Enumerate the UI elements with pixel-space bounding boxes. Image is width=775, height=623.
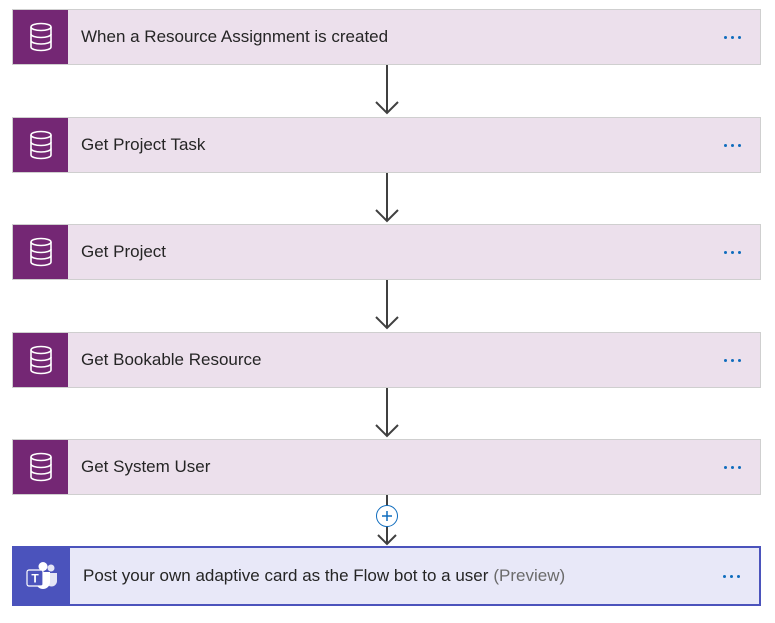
database-icon — [29, 237, 52, 267]
step-title: Get Bookable Resource — [81, 350, 262, 369]
more-options-button[interactable] — [712, 345, 752, 375]
dot — [736, 574, 740, 578]
more-options-button[interactable] — [711, 561, 751, 591]
dot — [730, 465, 734, 469]
plus-icon — [382, 511, 392, 521]
dot — [722, 574, 726, 578]
step-title: Get Project — [81, 242, 167, 261]
preview-tag: (Preview) — [493, 566, 566, 585]
teams-icon-box: T — [14, 548, 70, 604]
dot — [737, 35, 741, 39]
dot — [723, 358, 727, 362]
flow-step-get-system-user[interactable]: Get System User — [12, 439, 761, 495]
flow-step-get-project-task[interactable]: Get Project Task — [12, 117, 761, 173]
more-options-button[interactable] — [712, 130, 752, 160]
flow-step-post-adaptive-card[interactable]: T Post your own adaptive card as the Flo… — [12, 546, 761, 606]
dot — [730, 358, 734, 362]
dot — [730, 143, 734, 147]
step-title: Post your own adaptive card as the Flow … — [83, 566, 711, 586]
more-options-button[interactable] — [712, 452, 752, 482]
svg-text:T: T — [31, 572, 39, 586]
dot — [723, 465, 727, 469]
dot — [737, 250, 741, 254]
connector-arrow — [375, 280, 399, 330]
connector-arrow — [375, 388, 399, 438]
dataverse-icon-box — [13, 440, 68, 494]
more-options-button[interactable] — [712, 22, 752, 52]
insert-step-button[interactable] — [376, 505, 398, 527]
dot — [723, 250, 727, 254]
database-icon — [29, 22, 52, 52]
dot — [729, 574, 733, 578]
step-title: Get System User — [81, 457, 211, 476]
flow-step-trigger[interactable]: When a Resource Assignment is created — [12, 9, 761, 65]
more-options-button[interactable] — [712, 237, 752, 267]
step-title: When a Resource Assignment is created — [81, 27, 389, 46]
dataverse-icon-box — [13, 118, 68, 172]
flow-step-get-project[interactable]: Get Project — [12, 224, 761, 280]
database-icon — [29, 452, 52, 482]
dot — [737, 143, 741, 147]
dot — [737, 358, 741, 362]
step-title: Get Project Task — [81, 135, 206, 154]
dot — [723, 35, 727, 39]
dot — [730, 35, 734, 39]
flow-step-get-bookable-resource[interactable]: Get Bookable Resource — [12, 332, 761, 388]
dot — [730, 250, 734, 254]
connector-arrow — [375, 173, 399, 223]
database-icon — [29, 130, 52, 160]
dataverse-icon-box — [13, 10, 68, 64]
database-icon — [29, 345, 52, 375]
dot — [737, 465, 741, 469]
teams-icon: T — [26, 562, 57, 589]
connector-arrow — [375, 65, 399, 115]
step-title-text: Post your own adaptive card as the Flow … — [83, 566, 489, 585]
dot — [723, 143, 727, 147]
dataverse-icon-box — [13, 333, 68, 387]
dataverse-icon-box — [13, 225, 68, 279]
